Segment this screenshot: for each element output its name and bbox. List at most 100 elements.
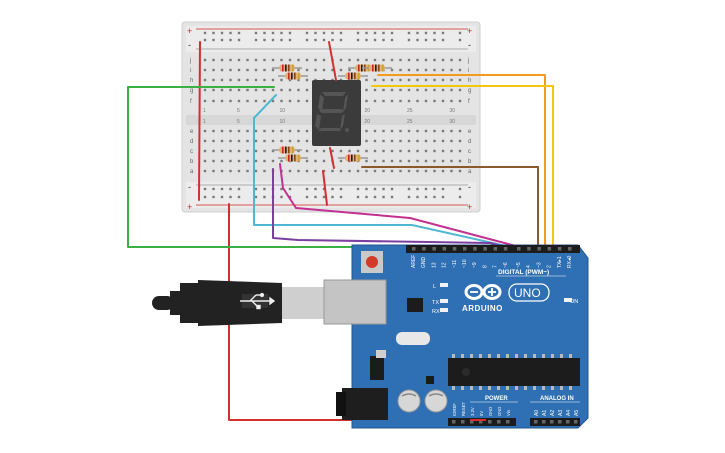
wire-red-top xyxy=(328,41,337,81)
analog-pin-label: A0 xyxy=(534,410,540,416)
digital-pin-label: RX◂0 xyxy=(567,256,573,268)
wire-yellow xyxy=(371,85,554,255)
on-label: ON xyxy=(570,299,578,305)
digital-pin-label: GND xyxy=(421,257,427,269)
digital-pin-label: 4 xyxy=(526,265,532,268)
power-pin-label: RESET xyxy=(461,402,466,416)
arduino-logo-icon xyxy=(464,284,502,300)
row-letter: e xyxy=(190,129,194,135)
column-number: 10 xyxy=(280,108,286,114)
digital-pin-label: ~5 xyxy=(516,262,522,268)
wire-red-low xyxy=(322,170,328,206)
column-number: 30 xyxy=(450,108,456,114)
analog-pin-label: A3 xyxy=(558,410,564,416)
digital-pin-label: 8 xyxy=(482,265,488,268)
row-letter: c xyxy=(468,149,471,155)
analog-pin-label: A2 xyxy=(550,410,556,416)
resistor xyxy=(362,64,392,72)
column-number: 30 xyxy=(450,119,456,125)
tx-label: TX xyxy=(432,300,439,306)
chip-legs xyxy=(452,354,572,390)
row-letter: h xyxy=(468,78,471,84)
column-number: 5 xyxy=(237,119,240,125)
row-letter: g xyxy=(190,88,193,94)
power-pin-label: 3.3V xyxy=(470,407,475,416)
row-letter: b xyxy=(190,159,194,165)
row-letter: a xyxy=(190,169,194,175)
rx-label: RX xyxy=(432,309,440,315)
row-letter: a xyxy=(468,169,472,175)
power-analog-pins xyxy=(452,420,578,424)
row-letter: i xyxy=(190,68,191,74)
row-letter: j xyxy=(467,58,469,64)
analog-pin-label: A1 xyxy=(542,410,548,416)
power-label: POWER xyxy=(485,396,508,402)
row-letter: g xyxy=(468,88,471,94)
digital-pin-label: ~11 xyxy=(452,260,458,268)
column-number: 25 xyxy=(407,108,413,114)
arduino-brand: ARDUINO xyxy=(462,304,503,313)
digital-pin-label: ~9 xyxy=(472,262,478,268)
rail-bottom-plus: + xyxy=(187,202,192,212)
resistor xyxy=(278,154,308,162)
digital-header-label: DIGITAL (PWM~) xyxy=(498,269,549,276)
row-letter: f xyxy=(190,99,192,105)
column-number: 20 xyxy=(365,108,371,114)
row-letter: i xyxy=(468,68,469,74)
power-pin-label: GND xyxy=(497,407,502,416)
reset-button[interactable] xyxy=(361,251,383,273)
digital-pin-label: 7 xyxy=(493,265,499,268)
wire-brown xyxy=(361,166,539,255)
arduino-uno-board: ARDUINO UNO DIGITAL (PWM~) ON TX RX L AR… xyxy=(323,244,589,429)
rail-bottom-plus-right: + xyxy=(467,202,472,212)
row-letter: d xyxy=(468,139,471,145)
wire-red-mid xyxy=(329,147,335,169)
analog-pin-label: A5 xyxy=(574,410,580,416)
column-number: 25 xyxy=(407,119,413,125)
digital-pin-label: TX▸1 xyxy=(557,256,563,268)
analog-pin-label: A4 xyxy=(566,410,572,416)
column-number: 1 xyxy=(203,119,206,125)
digital-pin-label: 12 xyxy=(442,262,448,268)
rail-top-plus: + xyxy=(187,26,192,36)
column-number: 1 xyxy=(203,108,206,114)
row-letter: h xyxy=(190,78,193,84)
row-letter: b xyxy=(468,159,472,165)
seven-segment-digit-shape xyxy=(315,92,349,132)
rail-bottom-minus: - xyxy=(188,182,191,192)
row-letter: f xyxy=(468,99,470,105)
row-letter: c xyxy=(190,149,193,155)
resistors xyxy=(272,64,392,162)
l-label: L xyxy=(433,284,436,290)
power-pin-label: Vin xyxy=(506,409,511,416)
wire-magenta xyxy=(279,163,532,251)
resistor xyxy=(272,146,302,154)
wire-cyan xyxy=(253,94,534,253)
power-pin-label: GND xyxy=(488,407,493,416)
resistor xyxy=(338,72,368,80)
power-pin-label: 5V xyxy=(479,411,484,416)
column-number: 5 xyxy=(237,108,240,114)
digital-pin-label: ~3 xyxy=(536,262,542,268)
wire-red-rail xyxy=(198,41,201,201)
digital-pin-label: AREF xyxy=(411,255,417,268)
digital-pin-label: ~10 xyxy=(462,259,468,268)
resistor xyxy=(272,64,302,72)
analog-label: ANALOG IN xyxy=(540,396,574,402)
resistor xyxy=(278,72,308,80)
digital-header-pins xyxy=(412,247,572,251)
column-number: 20 xyxy=(365,119,371,125)
row-letter: j xyxy=(189,58,191,64)
seven-segment-display: 8. xyxy=(312,80,361,146)
digital-pin-label: 2 xyxy=(547,265,553,268)
rail-bottom-minus-right: - xyxy=(468,182,471,192)
digital-pin-label: 13 xyxy=(431,262,437,268)
wire-orange xyxy=(377,74,546,255)
resistor xyxy=(338,154,368,162)
rail-top-minus: - xyxy=(188,40,191,50)
row-letter: e xyxy=(468,129,472,135)
rail-top-minus-right: - xyxy=(468,40,471,50)
